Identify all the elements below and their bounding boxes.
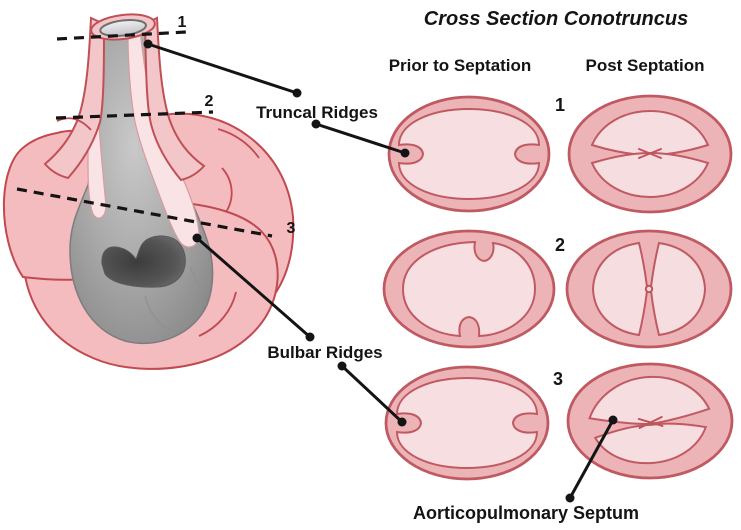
- heart-crease-right-small: [221, 167, 233, 213]
- section-1-post-septum-fusion: [638, 148, 662, 159]
- tube-opening-lumen: [99, 19, 147, 37]
- section-3-prior: [384, 365, 550, 481]
- leader-dot: [305, 332, 315, 342]
- cross-section-row-2: 2: [382, 229, 733, 349]
- leader-dot: [608, 415, 618, 425]
- section-3-post-septum-fusion: [637, 415, 664, 429]
- bulbar-leader-from-heart: [195, 236, 312, 339]
- column-header-prior-septation: Prior to Septation: [389, 56, 532, 75]
- cross-section-row-1: 1: [387, 94, 733, 214]
- section-2-post: [565, 229, 733, 349]
- section-3-post-channels: [588, 375, 711, 465]
- section-3-post-upper-channel: [588, 375, 711, 425]
- tube-opening: [90, 13, 156, 41]
- section-level-lines: 1 2 3: [16, 14, 296, 238]
- truncal-leader-from-heart: [146, 42, 299, 95]
- heart-illustration: [2, 13, 295, 370]
- section-2-prior-lumen: [401, 240, 537, 338]
- section-2-prior: [382, 229, 556, 349]
- leader-dot: [192, 233, 202, 243]
- aorticopulmonary-septum-label: Aorticopulmonary Septum: [413, 503, 639, 523]
- ap-septum-leader: [568, 418, 615, 500]
- leader-dot: [565, 493, 575, 503]
- page-title: Cross Section Conotruncus: [424, 8, 688, 30]
- truncal-ridges-label: Truncal Ridges: [256, 103, 378, 122]
- section-line-2: [55, 110, 214, 120]
- bulbar-ridges-label: Bulbar Ridges: [267, 343, 382, 362]
- section-3-post-lower-channel: [593, 422, 708, 465]
- section-level-number-3: 3: [287, 220, 296, 237]
- section-2-post-left-channel: [591, 241, 648, 337]
- leader-lines: [143, 39, 618, 503]
- heart-crease-bottom-right: [198, 291, 237, 337]
- truncal-leader-to-section: [314, 122, 407, 155]
- heart-interior-cavity: [101, 235, 186, 288]
- heart-crease-left-top: [56, 117, 92, 131]
- section-2-post-septum-knot: [644, 284, 654, 294]
- cavity-detail-curve: [189, 266, 202, 316]
- section-1-prior: [387, 95, 551, 213]
- column-header-post-septation: Post Septation: [585, 56, 704, 75]
- row-2-number: 2: [555, 235, 565, 255]
- leader-dot: [397, 417, 407, 427]
- section-3-prior-lumen: [395, 376, 539, 470]
- tube-left-wall: [43, 16, 106, 180]
- tube-right-wall: [143, 16, 206, 182]
- section-3-post: [566, 362, 734, 480]
- section-level-number-2: 2: [205, 93, 214, 110]
- leader-dot: [311, 119, 321, 129]
- cross-section-row-3: 3: [384, 362, 734, 481]
- section-line-1: [56, 30, 187, 41]
- section-line-3: [16, 187, 273, 238]
- section-1-post: [567, 94, 733, 214]
- heart-crease-right-top: [217, 128, 260, 159]
- leader-dot: [400, 148, 410, 158]
- section-2-post-right-channel: [650, 241, 707, 337]
- leader-dot: [143, 39, 153, 49]
- bulbar-leader-to-section: [340, 364, 404, 424]
- section-level-number-1: 1: [178, 14, 187, 31]
- row-3-number: 3: [553, 369, 563, 389]
- leader-dot: [292, 88, 302, 98]
- cavity-detail-curve: [144, 295, 173, 331]
- leader-dot: [337, 361, 347, 371]
- row-1-number: 1: [555, 95, 565, 115]
- section-1-post-lower-channel: [590, 151, 710, 199]
- section-1-prior-lumen: [397, 107, 541, 201]
